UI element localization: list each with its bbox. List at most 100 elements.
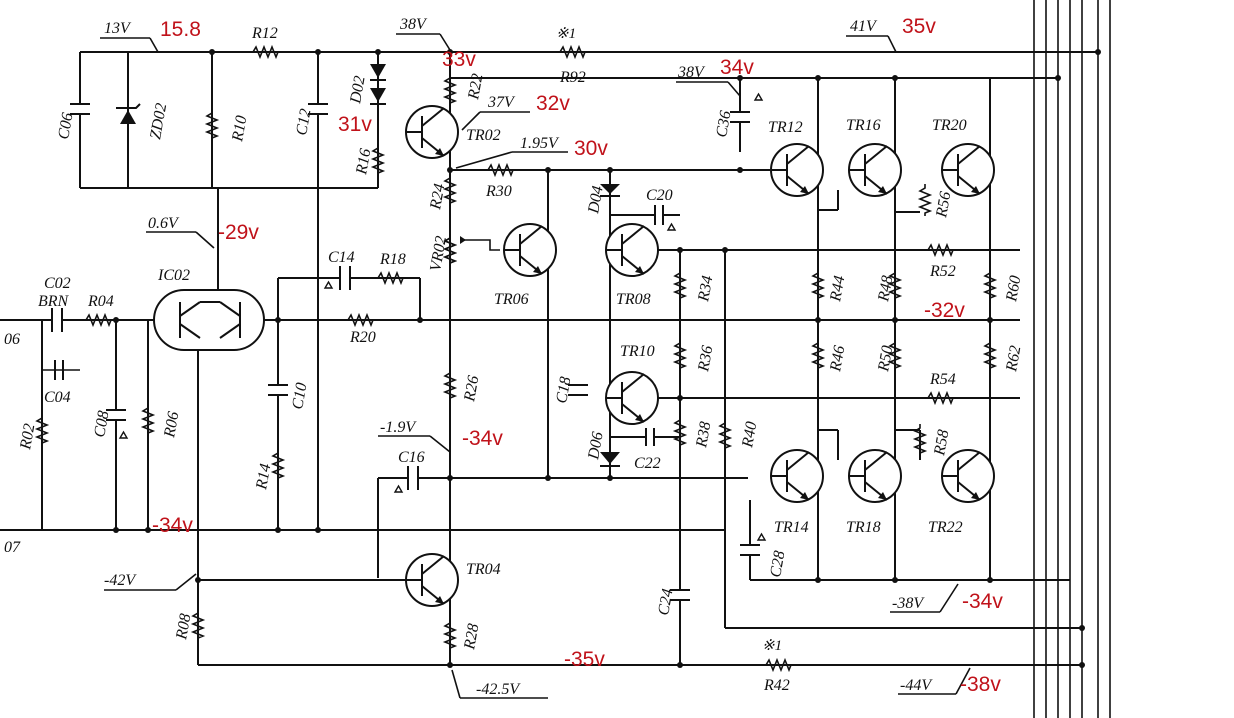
- measured-30v: 30v: [574, 137, 608, 160]
- label-c08: C08: [91, 409, 112, 438]
- label-c22: C22: [634, 455, 661, 472]
- label-tr04: TR04: [466, 561, 501, 578]
- label-tr18: TR18: [846, 519, 881, 536]
- label-d06: D06: [585, 431, 607, 462]
- label-r24: R24: [427, 182, 448, 211]
- label-r36: R36: [695, 344, 716, 373]
- label-r22: R22: [465, 72, 486, 101]
- measured-15-8: 15.8: [160, 18, 201, 41]
- label-c20: C20: [646, 187, 673, 204]
- node-voltage-labels: 13V 38V 41V 38V 37V 1.95V 0.6V -1.9V -42…: [104, 16, 933, 698]
- measured-minus-34v-right: -34v: [962, 590, 1003, 613]
- label-r52: R52: [929, 263, 956, 280]
- label-r42: R42: [763, 677, 790, 694]
- label-brn: BRN: [38, 293, 70, 310]
- label-r04: R04: [87, 293, 114, 310]
- node-minus-38v: -38V: [892, 595, 925, 612]
- label-r60: R60: [1003, 274, 1024, 303]
- label-leaders: [100, 33, 971, 699]
- label-c28: C28: [767, 549, 788, 578]
- label-c16: C16: [398, 449, 425, 466]
- measured-minus-34v-left: -34v: [152, 514, 193, 537]
- bus-lines: [1033, 0, 1111, 718]
- label-r92: R92: [559, 69, 586, 86]
- junctions: [113, 49, 1101, 668]
- ic02: [153, 289, 265, 351]
- measured-voltage-annotations: 15.8 35v 33v 34v 32v 31v 30v -29v -32v -…: [152, 15, 1003, 696]
- label-ic02: IC02: [157, 267, 190, 284]
- label-tr14: TR14: [774, 519, 809, 536]
- node-13v: 13V: [104, 20, 132, 37]
- label-r18: R18: [379, 251, 406, 268]
- node-0-6v: 0.6V: [148, 215, 180, 232]
- label-d02: D02: [347, 75, 369, 106]
- label-r62: R62: [1003, 344, 1024, 373]
- label-r46: R46: [827, 344, 848, 373]
- label-zd02: ZD02: [147, 102, 170, 141]
- label-tr08: TR08: [616, 291, 651, 308]
- measured-33v: 33v: [442, 48, 476, 71]
- label-c06: C06: [55, 111, 76, 140]
- vr02-pot: [444, 233, 500, 267]
- node-minus-42-5v: -42.5V: [476, 681, 521, 698]
- label-c36: C36: [713, 109, 734, 138]
- measured-minus-38v: -38v: [960, 673, 1001, 696]
- component-labels: R12 R92 R22 D02 C06 ZD02 R10 C12 R16 TR0…: [4, 25, 1024, 694]
- node-38v-out: 38V: [677, 64, 706, 81]
- measured-35v-top: 35v: [902, 15, 936, 38]
- label-r58: R58: [931, 428, 952, 457]
- measured-32v: 32v: [536, 92, 570, 115]
- measured-minus-29v: -29v: [218, 221, 259, 244]
- label-vr02: VR02: [427, 235, 450, 273]
- measured-31v: 31v: [338, 113, 372, 136]
- label-r16: R16: [353, 147, 374, 176]
- label-r28: R28: [461, 622, 482, 651]
- label-r02: R02: [17, 422, 38, 451]
- edge-label-07: 07: [4, 539, 21, 556]
- label-c04: C04: [44, 389, 71, 406]
- label-r34: R34: [695, 274, 716, 303]
- resistors: [36, 46, 996, 671]
- label-tr10: TR10: [620, 343, 655, 360]
- label-r12: R12: [251, 25, 278, 42]
- label-d04: D04: [585, 185, 607, 216]
- measured-minus-32v: -32v: [924, 299, 965, 322]
- label-c14: C14: [328, 249, 355, 266]
- label-r44: R44: [827, 274, 848, 303]
- label-tr06: TR06: [494, 291, 529, 308]
- node-minus-42v: -42V: [104, 572, 137, 589]
- label-r54: R54: [929, 371, 956, 388]
- label-r56: R56: [933, 190, 954, 219]
- node-38v-top: 38V: [399, 16, 428, 33]
- label-c24: C24: [655, 587, 676, 616]
- label-r40: R40: [739, 420, 760, 449]
- label-c10: C10: [289, 381, 310, 410]
- node-1-95v: 1.95V: [520, 135, 560, 152]
- label-r14: R14: [253, 462, 274, 491]
- measured-34v: 34v: [720, 56, 754, 79]
- label-tr02: TR02: [466, 127, 501, 144]
- label-r38: R38: [693, 420, 714, 449]
- label-r26: R26: [461, 374, 482, 403]
- label-r30: R30: [485, 183, 512, 200]
- label-tr22: TR22: [928, 519, 963, 536]
- label-tr12: TR12: [768, 119, 803, 136]
- label-r10: R10: [229, 114, 250, 143]
- label-r08: R08: [173, 612, 194, 641]
- label-c02: C02: [44, 275, 71, 292]
- node-37v: 37V: [487, 94, 516, 111]
- edge-label-06: 06: [4, 331, 20, 348]
- label-r50: R50: [875, 344, 896, 373]
- label-c18: C18: [553, 375, 574, 404]
- label-c12: C12: [293, 107, 314, 136]
- label-r48: R48: [875, 274, 896, 303]
- label-tr16: TR16: [846, 117, 881, 134]
- label-r20: R20: [349, 329, 376, 346]
- note-mark-bottom: ※1: [762, 638, 782, 654]
- diodes: [116, 64, 680, 467]
- node-minus-44v: -44V: [900, 677, 933, 694]
- note-mark-top: ※1: [556, 26, 576, 42]
- measured-minus-34v-mid: -34v: [462, 427, 503, 450]
- node-41v: 41V: [850, 18, 878, 35]
